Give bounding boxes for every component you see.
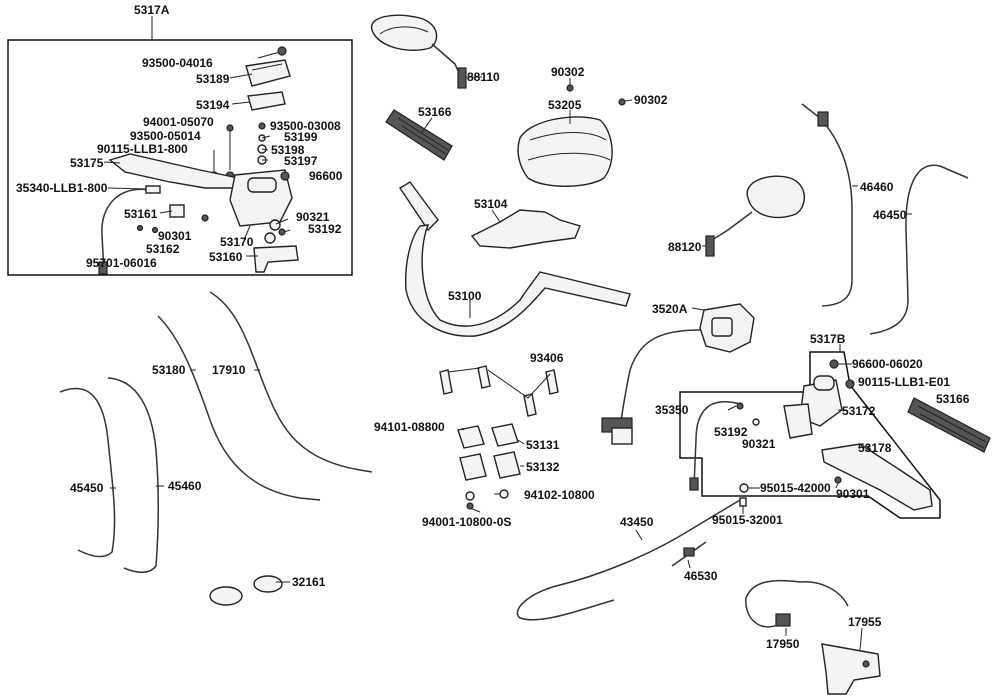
clamps-53131-53132 — [457, 423, 525, 513]
label-5317A: 5317A — [134, 3, 170, 17]
mirror-right-88120 — [702, 175, 805, 257]
cable-45460 — [107, 377, 164, 573]
label-53172: 53172 — [842, 404, 876, 418]
label-46460: 46460 — [860, 180, 894, 194]
label-3520A: 3520A — [652, 302, 688, 316]
label-17910: 17910 — [212, 363, 246, 377]
mirror-left-88110 — [371, 14, 482, 89]
label-53100: 53100 — [448, 289, 482, 303]
grip-left-53166 — [385, 109, 453, 161]
label-95701-06016: 95701-06016 — [86, 256, 157, 270]
cable-43450 — [516, 499, 741, 621]
right-lever-assembly — [689, 359, 933, 511]
label-94101-08800: 94101-08800 — [374, 420, 445, 434]
handlebar-53100 — [399, 181, 631, 337]
bolts-93406 — [439, 365, 559, 417]
label-53198: 53198 — [271, 143, 305, 157]
label-53104: 53104 — [474, 197, 508, 211]
label-17950: 17950 — [766, 637, 800, 651]
label-94001-05070: 94001-05070 — [143, 115, 214, 129]
label-88120: 88120 — [668, 240, 702, 254]
label-93406: 93406 — [530, 351, 564, 365]
label-53194: 53194 — [196, 98, 230, 112]
bracket-53104 — [470, 209, 581, 249]
label-53175: 53175 — [70, 156, 104, 170]
label-43450: 43450 — [620, 515, 654, 529]
clips-95015 — [739, 483, 760, 514]
label-45460: 45460 — [168, 479, 202, 493]
label-93500-05014: 93500-05014 — [130, 129, 201, 143]
label-35340-LLB1-800: 35340-LLB1-800 — [16, 181, 108, 195]
grip-right-53166 — [907, 397, 991, 453]
label-53180: 53180 — [152, 363, 186, 377]
label-17955: 17955 — [848, 615, 882, 629]
label-53205: 53205 — [548, 98, 582, 112]
label-53178: 53178 — [858, 441, 892, 455]
part-46530 — [671, 541, 707, 569]
label-94102-10800: 94102-10800 — [524, 488, 595, 502]
switch-3520A — [601, 303, 755, 445]
label-53131: 53131 — [526, 438, 560, 452]
label-94001-10800-0S: 94001-10800-0S — [422, 515, 511, 529]
label-90321-right: 90321 — [742, 437, 776, 451]
label-35350: 35350 — [655, 403, 689, 417]
clips-32161 — [209, 575, 290, 606]
label-96600-06020: 96600-06020 — [852, 357, 923, 371]
part-labels: 5317A 93500-04016 53189 53194 94001-0507… — [16, 3, 970, 651]
cable-46460 — [801, 103, 858, 307]
label-90302-right: 90302 — [634, 93, 668, 107]
label-53166-left: 53166 — [418, 105, 452, 119]
label-53170: 53170 — [220, 235, 254, 249]
cable-53180 — [157, 315, 321, 501]
label-53166-right: 53166 — [936, 392, 970, 406]
label-95015-32001: 95015-32001 — [712, 513, 783, 527]
label-96600: 96600 — [309, 169, 343, 183]
label-53199: 53199 — [284, 130, 318, 144]
label-45450: 45450 — [70, 481, 104, 495]
label-53197: 53197 — [284, 154, 318, 168]
cover-53205 — [517, 78, 633, 187]
label-53162: 53162 — [146, 242, 180, 256]
label-90301-right: 90301 — [836, 487, 870, 501]
left-lever-assembly — [98, 46, 299, 275]
label-93500-04016: 93500-04016 — [142, 56, 213, 70]
label-53192-right: 53192 — [714, 425, 748, 439]
bracket-17955 — [821, 627, 881, 695]
label-95015-42000: 95015-42000 — [760, 481, 831, 495]
label-88110: 88110 — [467, 70, 500, 84]
label-53192: 53192 — [308, 222, 342, 236]
label-90115-LLB1-800: 90115-LLB1-800 — [97, 142, 188, 156]
label-53132: 53132 — [526, 460, 560, 474]
label-53161: 53161 — [124, 207, 158, 221]
label-93500-03008: 93500-03008 — [270, 119, 341, 133]
label-53160: 53160 — [209, 250, 243, 264]
label-32161: 32161 — [292, 575, 326, 589]
label-90301: 90301 — [158, 229, 192, 243]
label-46530: 46530 — [684, 569, 718, 583]
label-90115-LLB1-E01: 90115-LLB1-E01 — [858, 375, 950, 389]
cable-45450 — [59, 387, 116, 558]
label-46450: 46450 — [873, 208, 907, 222]
throttle-cable-17950 — [745, 579, 849, 636]
leaders-5317A — [103, 73, 291, 257]
assembly-5317A-frame — [7, 16, 353, 276]
label-53189: 53189 — [196, 72, 230, 86]
cable-46450 — [869, 164, 969, 335]
cable-17910 — [209, 291, 373, 473]
label-90302-top: 90302 — [551, 65, 585, 79]
label-90321: 90321 — [296, 210, 330, 224]
assembly-5317B-frame — [679, 344, 941, 519]
label-5317B: 5317B — [810, 332, 846, 346]
